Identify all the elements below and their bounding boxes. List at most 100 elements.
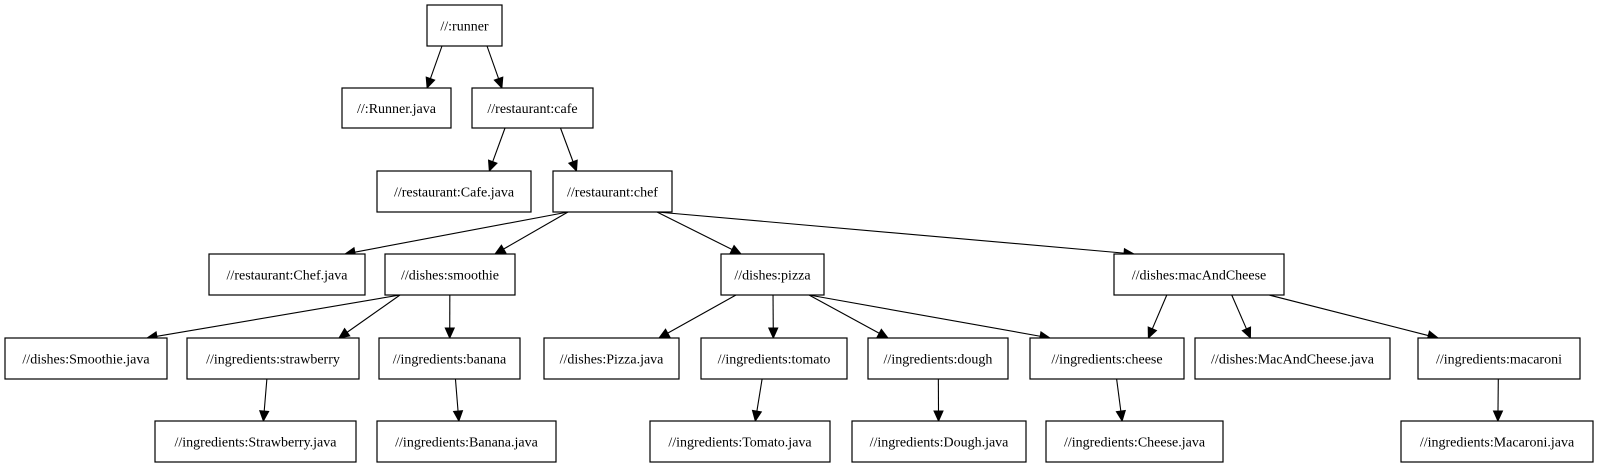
node-box-pizza_java (543, 337, 680, 380)
node-box-macaroni (1417, 337, 1581, 380)
edge-line (808, 294, 1041, 337)
node-runner: //:runner (426, 4, 503, 47)
node-label-tomato: //ingredients:tomato (718, 353, 831, 368)
edge-cheese-to-cheese_java (1115, 378, 1126, 423)
node-label-macandcheese: //dishes:macAndCheese (1132, 269, 1267, 284)
edge-pizza-to-cheese (808, 294, 1052, 342)
edge-line (503, 211, 569, 250)
edge-cafe-to-chef (559, 127, 578, 173)
arrowhead (1492, 410, 1504, 423)
node-box-chef_java (208, 253, 366, 296)
arrowhead (933, 410, 944, 423)
arrowhead (751, 409, 763, 423)
node-box-macandcheese_java (1194, 337, 1391, 380)
node-label-macandcheese_java: //dishes:MacAndCheese.java (1211, 353, 1375, 368)
node-label-cheese: //ingredients:cheese (1051, 353, 1162, 368)
node-pizza_java: //dishes:Pizza.java (543, 337, 680, 380)
edge-banana-to-banana_java (452, 378, 464, 423)
edge-line (454, 378, 459, 412)
arrowhead (657, 328, 671, 339)
edge-line (656, 211, 733, 251)
node-chef_java: //restaurant:Chef.java (208, 253, 366, 296)
node-label-dough: //ingredients:dough (884, 353, 993, 368)
node-box-cafe (471, 87, 594, 129)
edge-line (1116, 378, 1122, 412)
edge-strawberry-to-strawberry_java (258, 378, 270, 423)
node-box-macaroni_java (1400, 420, 1594, 463)
node-label-smoothie_java: //dishes:Smoothie.java (22, 353, 150, 368)
node-box-runner_java (341, 87, 452, 129)
edges-layer (145, 45, 1504, 423)
edge-line (559, 127, 574, 162)
edge-line (756, 378, 763, 412)
node-label-runner: //:runner (440, 20, 489, 35)
node-cheese: //ingredients:cheese (1029, 337, 1185, 380)
node-label-strawberry: //ingredients:strawberry (206, 353, 340, 368)
node-box-cafe_java (376, 170, 532, 213)
nodes-layer: //:runner//:Runner.java//restaurant:cafe… (4, 4, 1594, 463)
arrowhead (876, 328, 890, 339)
node-box-tomato (700, 337, 848, 380)
node-label-cheese_java: //ingredients:Cheese.java (1064, 436, 1206, 451)
arrowhead (258, 410, 270, 423)
edge-runner-to-runner_java (425, 45, 443, 90)
edge-line (1151, 294, 1168, 330)
node-pizza: //dishes:pizza (720, 253, 825, 296)
node-box-cheese (1029, 337, 1185, 380)
edge-pizza-to-pizza_java (657, 294, 737, 339)
node-tomato: //ingredients:tomato (700, 337, 848, 380)
node-box-banana_java (376, 420, 557, 463)
node-box-runner (426, 4, 503, 47)
node-cheese_java: //ingredients:Cheese.java (1045, 420, 1224, 463)
node-banana: //ingredients:banana (378, 337, 521, 380)
node-box-chef (552, 170, 673, 213)
node-label-macaroni_java: //ingredients:Macaroni.java (1420, 436, 1575, 451)
node-box-dough (867, 337, 1009, 380)
arrowhead (567, 159, 578, 173)
node-box-cheese_java (1045, 420, 1224, 463)
edge-line (354, 211, 569, 253)
arrowhead (338, 327, 351, 339)
edge-line (667, 294, 737, 334)
node-tomato_java: //ingredients:Tomato.java (649, 420, 831, 463)
node-box-tomato_java (649, 420, 831, 463)
node-box-dough_java (851, 420, 1027, 463)
node-box-pizza (720, 253, 825, 296)
edge-chef-to-smoothie (493, 211, 569, 255)
edge-pizza-to-tomato (767, 294, 779, 340)
node-box-strawberry_java (154, 420, 357, 463)
node-label-banana_java: //ingredients:Banana.java (395, 436, 538, 451)
node-label-dough_java: //ingredients:Dough.java (870, 436, 1010, 451)
node-smoothie_java: //dishes:Smoothie.java (4, 337, 168, 380)
edge-line (492, 127, 506, 162)
node-box-macandcheese (1113, 253, 1285, 296)
node-cafe_java: //restaurant:Cafe.java (376, 170, 532, 213)
node-box-smoothie_java (4, 337, 168, 380)
node-chef: //restaurant:chef (552, 170, 673, 213)
arrowhead (1241, 326, 1252, 340)
node-smoothie: //dishes:smoothie (384, 253, 516, 296)
edge-line (808, 294, 880, 334)
node-cafe: //restaurant:cafe (471, 87, 594, 129)
edge-line (1268, 294, 1429, 337)
node-banana_java: //ingredients:Banana.java (376, 420, 557, 463)
edge-runner-to-cafe (486, 45, 504, 90)
edge-line (156, 294, 401, 337)
node-label-tomato_java: //ingredients:Tomato.java (668, 436, 812, 451)
arrowhead (1147, 326, 1158, 340)
node-label-cafe: //restaurant:cafe (487, 102, 577, 117)
edge-dough-to-dough_java (933, 378, 944, 423)
edge-smoothie-to-strawberry (338, 294, 401, 339)
node-dough: //ingredients:dough (867, 337, 1009, 380)
edge-macandcheese-to-macaroni (1268, 294, 1440, 341)
node-label-pizza_java: //dishes:Pizza.java (560, 353, 665, 368)
node-label-smoothie: //dishes:smoothie (401, 269, 499, 284)
arrowhead (493, 76, 504, 90)
node-label-chef: //restaurant:chef (567, 186, 658, 201)
node-label-macaroni: //ingredients:macaroni (1436, 353, 1562, 368)
edge-smoothie-to-smoothie_java (145, 294, 401, 342)
edge-line (429, 45, 443, 79)
arrowhead (487, 159, 498, 173)
edge-line (346, 294, 401, 333)
arrowhead (729, 244, 743, 255)
